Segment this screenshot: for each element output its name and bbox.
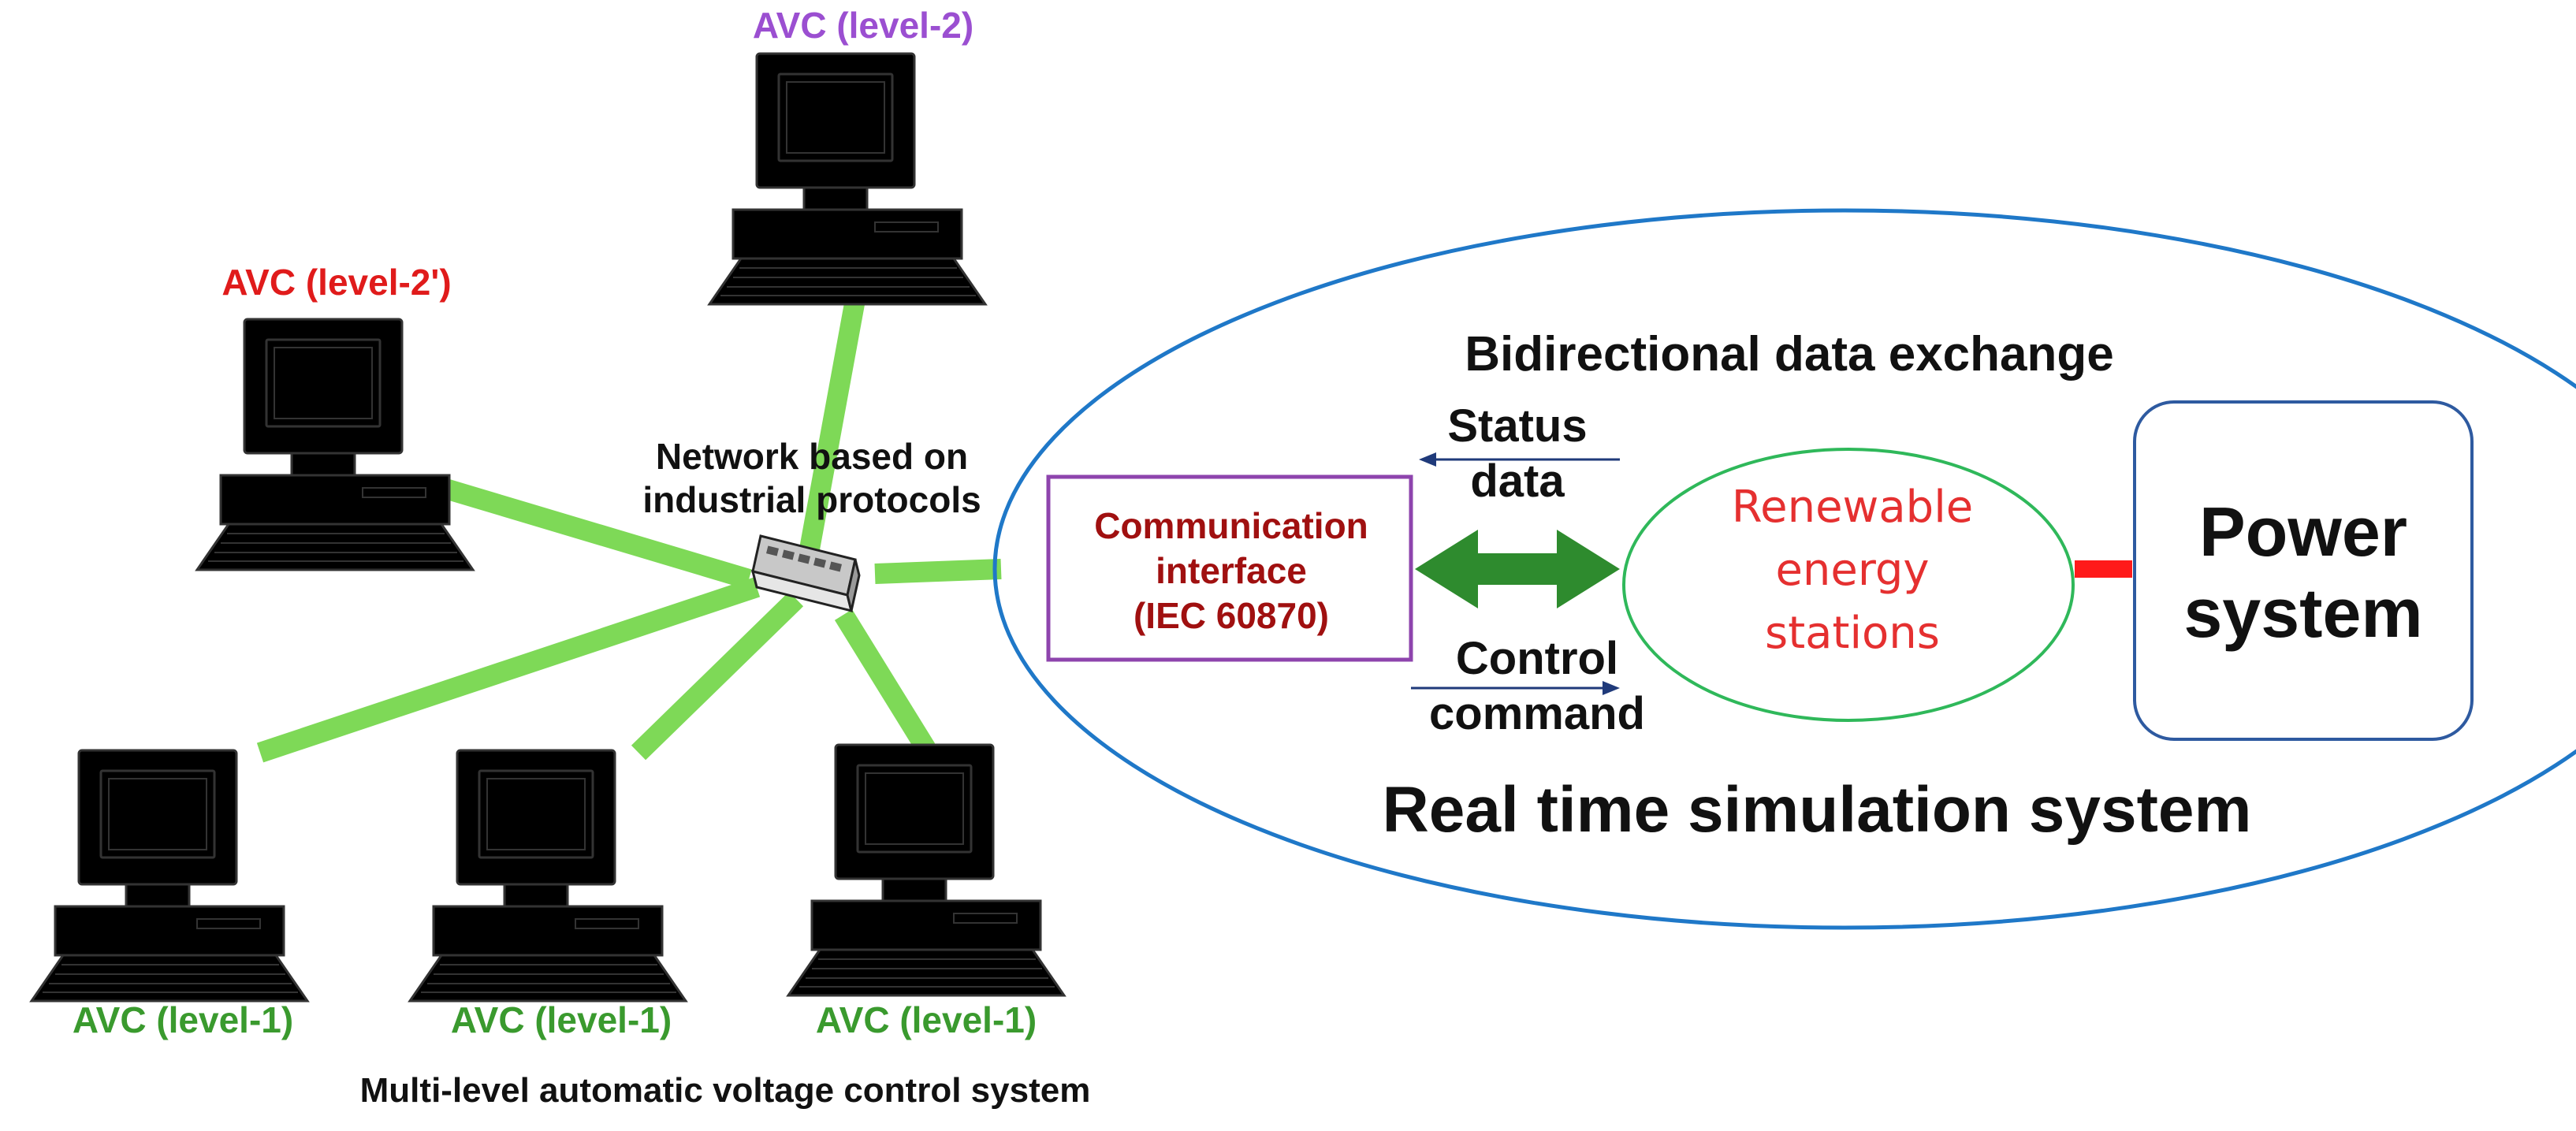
power-label-line1: Power — [2199, 493, 2407, 571]
control-arrow-icon — [1411, 681, 1620, 695]
status-label-line1: Status — [1447, 400, 1587, 452]
link-level1b — [631, 591, 804, 761]
label-level1a: AVC (level-1) — [73, 999, 293, 1040]
label-level2p: AVC (level-2') — [221, 262, 451, 303]
communication-interface-box — [1046, 474, 1413, 662]
link-level2 — [794, 297, 865, 582]
label-level1b: AVC (level-1) — [451, 999, 672, 1040]
renewable-stations-ring — [1622, 448, 2075, 722]
bidirectional-arrow-icon — [1415, 530, 1620, 608]
link-level2p — [442, 478, 752, 590]
computer-level1a — [30, 749, 309, 1003]
bidirectional-title: Bidirectional data exchange — [1465, 327, 2113, 381]
comm-label-line1: Communication — [1094, 505, 1368, 546]
network-label-line2: industrial protocols — [642, 479, 981, 520]
simulation-ellipse — [992, 208, 2576, 930]
comm-label-line2: interface — [1156, 550, 1307, 591]
renewable-label-line1: Renewable — [1732, 482, 1973, 533]
computer-level2 — [708, 52, 987, 306]
control-label-line1: Control — [1456, 633, 1618, 684]
label-level1c: AVC (level-1) — [816, 999, 1037, 1040]
computer-level1b — [408, 749, 687, 1003]
caption: Multi-level automatic voltage control sy… — [360, 1071, 1091, 1110]
network-links — [256, 297, 1002, 763]
link-level1a — [256, 577, 761, 763]
network-switch-icon — [750, 534, 861, 613]
label-level2: AVC (level-2) — [753, 5, 973, 46]
link-simulation — [874, 559, 1002, 584]
status-arrow-icon — [1419, 452, 1620, 467]
computer-level1c — [787, 743, 1066, 997]
network-label-line1: Network based on — [656, 436, 968, 477]
link-level1c — [834, 609, 936, 754]
renewable-label-line3: stations — [1765, 608, 1940, 659]
computer-level2p — [195, 318, 475, 571]
control-label-line2: command — [1429, 688, 1645, 739]
simulation-system-label: Real time simulation system — [1383, 774, 2252, 846]
comm-label-line3: (IEC 60870) — [1134, 595, 1329, 636]
status-label-line2: data — [1470, 456, 1565, 507]
power-label-line2: system — [2183, 574, 2422, 652]
renewable-label-line2: energy — [1775, 545, 1929, 596]
power-system-box — [2133, 400, 2474, 741]
